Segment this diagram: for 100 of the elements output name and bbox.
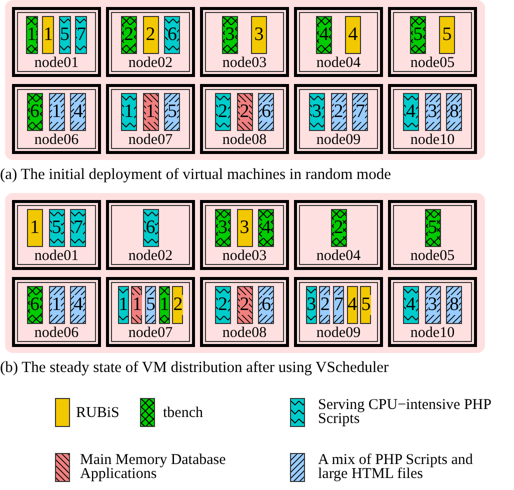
vm-bar: 3: [222, 16, 238, 54]
vm-bar: 4: [402, 93, 419, 131]
server-label: node03: [221, 55, 268, 71]
server-label: node09: [315, 325, 362, 341]
server-label: node05: [409, 55, 456, 71]
vm-bar: 2: [236, 286, 252, 324]
server-box: [388, 7, 477, 77]
vm-bar: 1: [42, 16, 54, 54]
vm-bar: 5: [439, 16, 455, 54]
vm-bar: 1: [158, 286, 170, 324]
server-box: [106, 277, 195, 347]
vm-bar: 2: [330, 209, 346, 247]
server-box: [106, 84, 195, 154]
vm-bar: 6: [164, 16, 180, 54]
vm-bar: 6: [142, 209, 158, 247]
vm-bar: 3: [424, 93, 440, 131]
figure-caption: (a) The initial deployment of virtual machines in random mode: [0, 166, 391, 184]
server-box: [200, 277, 289, 347]
vm-bar: 4: [345, 16, 361, 54]
server-label: node07: [127, 325, 174, 341]
server-box: [106, 200, 195, 270]
vm-bar: 2: [214, 286, 231, 324]
vm-bar: 2: [236, 93, 252, 131]
server-label: node02: [127, 55, 174, 71]
server-box: [12, 84, 101, 154]
server-label: node08: [221, 325, 268, 341]
server-box: [200, 200, 289, 270]
vm-bar: 7: [70, 209, 86, 247]
server-label: node10: [409, 132, 456, 148]
legend-label: RUBiS: [76, 406, 120, 420]
vm-bar: 3: [236, 209, 252, 247]
server-box: [294, 84, 383, 154]
server-box: [200, 84, 289, 154]
server-box: [294, 277, 383, 347]
server-label: node03: [221, 248, 268, 264]
vm-bar: 4: [402, 286, 419, 324]
vm-bar: 7: [75, 16, 88, 54]
server-box: [12, 277, 101, 347]
vm-bar: 6: [26, 286, 43, 324]
server-label: node07: [127, 132, 174, 148]
vm-bar: 1: [48, 286, 64, 324]
server-label: node01: [33, 248, 80, 264]
server-label: node04: [315, 248, 362, 264]
vm-bar: 5: [58, 16, 71, 54]
server-label: node10: [409, 325, 456, 341]
vm-bar: 4: [346, 286, 358, 324]
vm-bar: 2: [172, 286, 184, 324]
vm-bar: 8: [446, 286, 462, 324]
vm-bar: 5: [410, 16, 426, 54]
vm-bar: 3: [214, 209, 231, 247]
server-box: [388, 200, 477, 270]
server-label: node06: [33, 132, 80, 148]
vm-bar: 1: [48, 93, 64, 131]
server-label: node02: [127, 248, 174, 264]
server-box: [106, 7, 195, 77]
vm-bar: 1: [26, 209, 43, 247]
vm-bar: 5: [360, 286, 372, 324]
vm-bar: 3: [308, 93, 325, 131]
vm-bar: 2: [330, 93, 346, 131]
vm-bar: 3: [251, 16, 267, 54]
vm-bar: 1: [118, 286, 129, 324]
vm-bar: 6: [258, 286, 274, 324]
vm-bar: 2: [214, 93, 231, 131]
vm-bar: 2: [319, 286, 330, 324]
vm-bar: 4: [70, 286, 86, 324]
server-box: [12, 200, 101, 270]
vm-bar: 4: [258, 209, 274, 247]
vm-bar: 3: [306, 286, 317, 324]
server-box: [12, 7, 101, 77]
vm-bar: 6: [26, 93, 43, 131]
vm-bar: 7: [332, 286, 344, 324]
server-box: [388, 84, 477, 154]
vm-bar: 1: [26, 16, 38, 54]
server-label: node06: [33, 325, 80, 341]
server-label: node04: [315, 55, 362, 71]
vm-bar: 5: [48, 209, 64, 247]
vm-bar: 3: [424, 286, 440, 324]
vm-bar: 5: [164, 93, 180, 131]
vm-bar: 1: [120, 93, 137, 131]
vm-bar: 6: [258, 93, 274, 131]
server-box: [294, 200, 383, 270]
vm-bar: 4: [70, 93, 86, 131]
vm-bar: 5: [424, 209, 440, 247]
vm-bar: 7: [352, 93, 368, 131]
legend-label: Main Memory Database Applications: [80, 453, 227, 481]
server-box: [200, 7, 289, 77]
vm-bar: 2: [142, 16, 158, 54]
server-label: node05: [409, 248, 456, 264]
vm-bar: 8: [446, 93, 462, 131]
vm-bar: 1: [131, 286, 142, 324]
server-label: node01: [33, 55, 80, 71]
legend-label: A mix of PHP Scripts and large HTML files: [318, 453, 474, 481]
vm-bar: 1: [142, 93, 158, 131]
vm-bar: 2: [120, 16, 137, 54]
server-label: node09: [315, 132, 362, 148]
server-box: [294, 7, 383, 77]
legend-label: Serving CPU−intensive PHP Scripts: [318, 398, 492, 426]
figure-caption: (b) The steady state of VM distribution after using VScheduler: [0, 359, 389, 377]
legend-label: tbench: [163, 406, 204, 420]
vm-bar: 4: [316, 16, 332, 54]
